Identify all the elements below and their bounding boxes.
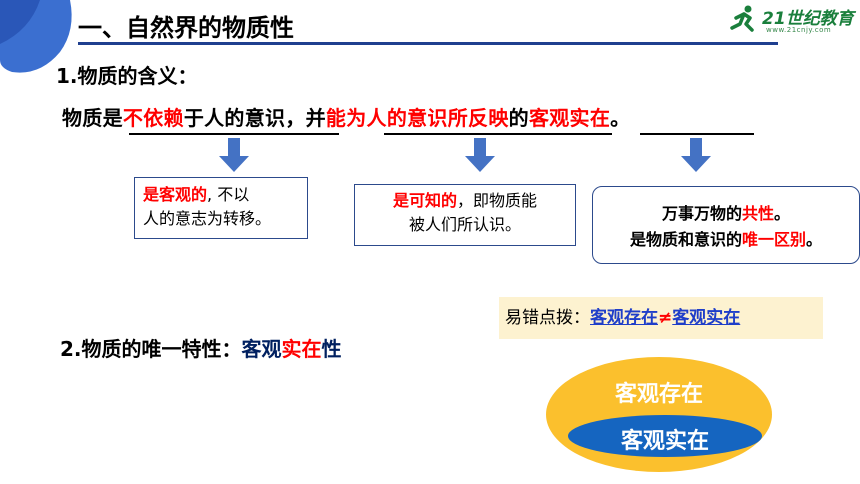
- explanation-box-objective: 是客观的, 不以 人的意志为转移。: [134, 177, 308, 239]
- down-arrow-icon: [681, 138, 711, 172]
- tip-label: 易错点拨：: [505, 308, 590, 328]
- explanation-box-knowable: 是可知的，即物质能 被人们所认识。: [354, 184, 576, 246]
- down-arrow-icon: [465, 138, 495, 172]
- box-highlight: 唯一区别: [741, 230, 806, 249]
- heading-1: 1.物质的含义：: [56, 64, 198, 88]
- outer-ellipse-label: 客观存在: [614, 382, 703, 407]
- definition-part: 的: [508, 106, 529, 130]
- definition-part: 。: [610, 106, 631, 130]
- inner-ellipse-label: 客观实在: [620, 429, 709, 454]
- heading-2-term: 性: [321, 337, 342, 361]
- box-line: 是可知的，即物质能: [365, 189, 565, 213]
- definition-highlight-independent: 不依赖: [122, 106, 184, 130]
- logo-text: 21世纪教育: [762, 9, 854, 29]
- concept-ellipse-diagram: [546, 357, 772, 472]
- logo-subtext: www.21cnjy.com: [766, 26, 832, 34]
- box-text: 万事万物的: [661, 204, 742, 223]
- box-line: 万事万物的共性。: [597, 201, 855, 227]
- decorative-corner-shape: [0, 0, 72, 73]
- box-highlight: 是客观的: [143, 185, 208, 204]
- tip-banner: 易错点拨：客观存在≠客观实在: [499, 297, 823, 339]
- box-text: 人的意志为转移。: [143, 209, 272, 228]
- down-arrow-icon: [219, 138, 249, 172]
- title-underline: [78, 42, 778, 45]
- heading-2-text: 2.物质的唯一特性：: [60, 337, 242, 361]
- box-text: , 不以: [207, 185, 250, 204]
- explanation-box-common-nature: 万事万物的共性。 是物质和意识的唯一区别。: [592, 186, 860, 264]
- box-text: 被人们所认识。: [408, 215, 521, 234]
- inner-ellipse: [568, 415, 762, 457]
- definition-highlight-objective-reality: 客观实在: [528, 106, 611, 130]
- box-line: 是物质和意识的唯一区别。: [597, 227, 855, 253]
- definition-highlight-reflectable: 能为人的意识所反映: [325, 106, 509, 130]
- box-text: 是物质和意识的: [629, 230, 742, 249]
- runner-logo-icon: [730, 5, 754, 32]
- definition-part: 于人的意识，并: [183, 106, 326, 130]
- heading-2-term: 客观: [241, 337, 282, 361]
- box-highlight: 共性: [741, 204, 774, 223]
- logo: 21世纪教育 www.21cnjy.com: [728, 2, 854, 38]
- underline-objective-reality: [640, 133, 754, 135]
- tip-term-objective-existence[interactable]: 客观存在: [590, 308, 658, 328]
- heading-2-highlight: 实在: [281, 337, 322, 361]
- box-text: ，即物质能: [457, 191, 538, 210]
- definition-part: 物质是: [62, 106, 123, 130]
- section-title: 一、自然界的物质性: [78, 14, 294, 42]
- definition-sentence: 物质是不依赖于人的意识，并能为人的意识所反映的客观实在。: [62, 102, 630, 131]
- box-text: 。: [774, 204, 791, 223]
- not-equal-sign: ≠: [658, 308, 673, 328]
- heading-2: 2.物质的唯一特性：客观实在性: [60, 333, 342, 362]
- tip-term-objective-reality[interactable]: 客观实在: [672, 308, 741, 328]
- box-highlight: 是可知的: [392, 191, 457, 210]
- box-text: 。: [806, 230, 823, 249]
- underline-reflectable: [384, 133, 612, 135]
- box-line: 是客观的, 不以: [143, 183, 299, 207]
- underline-independent: [129, 133, 339, 135]
